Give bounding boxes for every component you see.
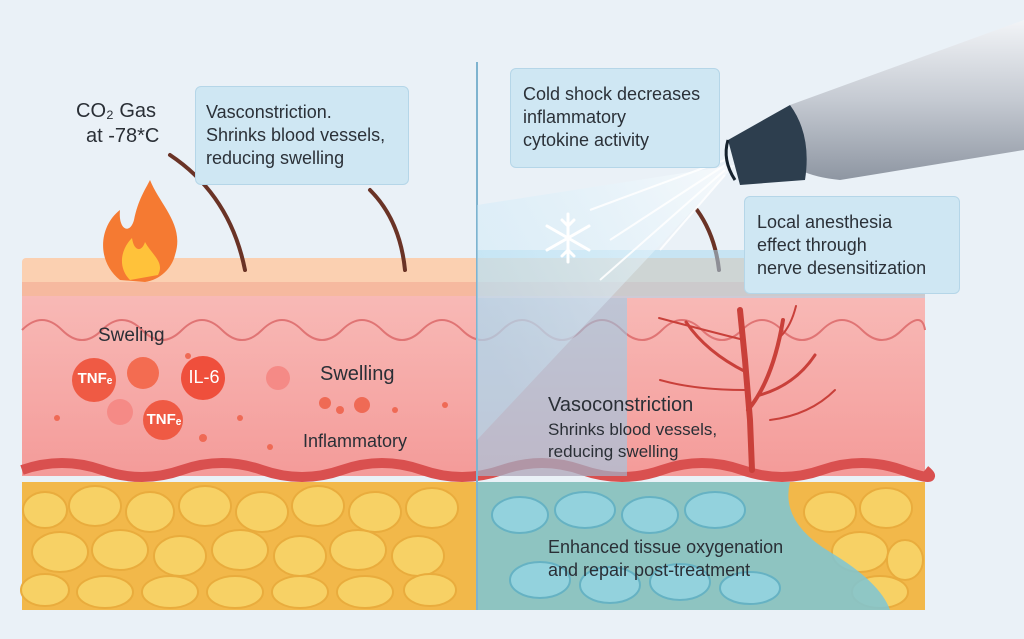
inflammatory-label: Inflammatory [303,431,408,451]
marker-bubbles [72,356,290,440]
cryo-nozzle-icon [724,20,1024,185]
callout-line: nerve desensitization [757,258,927,278]
il6-marker: IL-6 [188,367,220,387]
callout-line: Vasconstriction. [206,102,332,122]
oxygenation-line-1: Enhanced tissue oxygenation [548,537,784,557]
callout-line: cytokine activity [523,130,650,150]
blood-vessel-tree [658,305,836,473]
callout-line: Local anesthesia [757,212,893,232]
swelling-label: Swelling [320,363,395,385]
sweling-label: Sweling [98,325,165,346]
callout-line: Cold shock decreases [523,84,701,104]
flame-icon [103,180,178,282]
vasoconstriction-line-1: Shrinks blood vessels, [548,420,718,439]
vasoconstriction-title: Vasoconstriction [548,394,694,416]
cytokine-dots [54,353,448,450]
callout-cold-shock: Cold shock decreases inflammatory cytoki… [510,68,720,168]
snowflake-icon [545,212,591,264]
callout-line: effect through [757,235,867,255]
oxygenation-line-2: and repair post-treatment [548,560,751,580]
callout-line: Shrinks blood vessels, [206,125,386,145]
callout-anesthesia: Local anesthesia effect through nerve de… [744,196,960,294]
callout-line: inflammatory [523,107,627,127]
dermis-layer [20,296,935,482]
tnf-marker-2: TNFₑ [146,411,182,428]
gas-label-co2: CO₂ Gas [76,100,156,122]
vasoconstriction-line-2: reducing swelling [548,442,679,461]
gas-label-temp: at -78*C [86,125,160,147]
callout-line: reducing swelling [206,148,345,168]
cold-spray [477,165,735,440]
tnf-marker-1: TNFₑ [77,370,113,387]
callout-vasconstriction: Vasconstriction. Shrinks blood vessels, … [195,86,409,185]
